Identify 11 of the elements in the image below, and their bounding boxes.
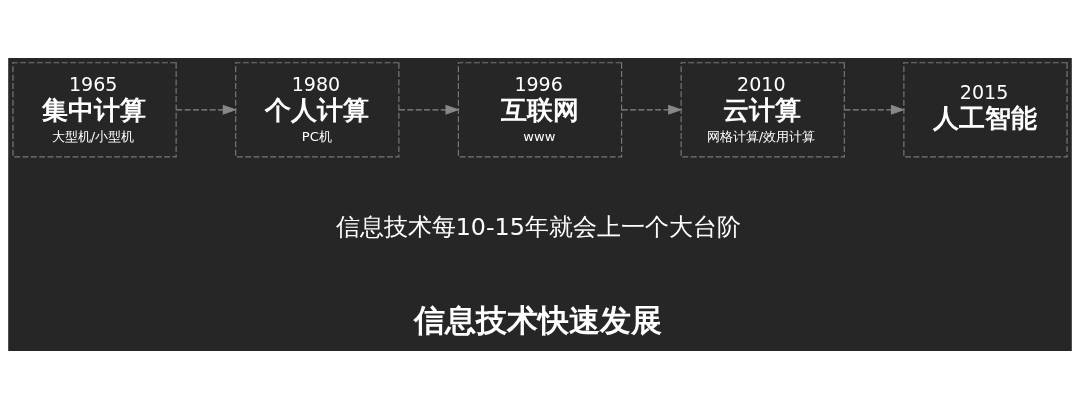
node-box: 1996 互联网 www	[457, 62, 623, 158]
label: 信息技术快速发展	[414, 301, 663, 338]
arrow	[621, 104, 683, 115]
node-box: 2010 云计算 网格计算/效用计算	[680, 62, 845, 158]
arrow	[398, 104, 460, 115]
node-box: 1980 个人计算 PC机	[235, 62, 400, 158]
node-box: 1965 集中计算 大型机/小型机	[12, 62, 177, 158]
label: 信息技术每10-15年就会上一个大台阶	[335, 213, 741, 242]
node-box: 2015 人工智能	[903, 62, 1068, 158]
arrow	[843, 104, 906, 115]
arrow	[175, 104, 238, 115]
